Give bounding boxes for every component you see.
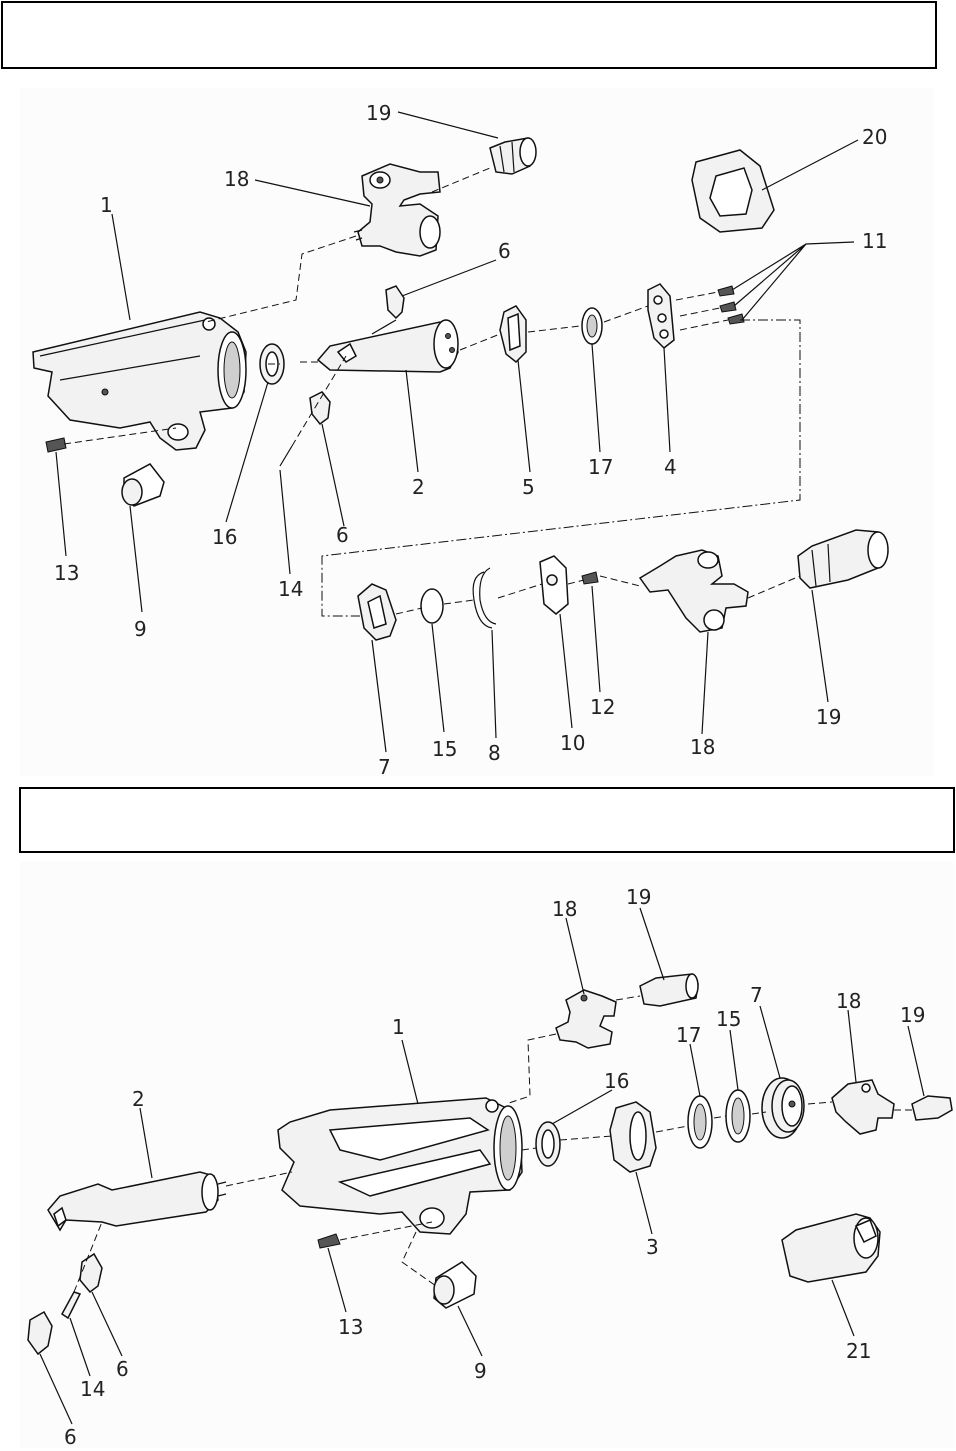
- callout2-15: 15: [716, 1007, 741, 1031]
- callout-12: 12: [590, 695, 615, 719]
- callout2-9: 9: [474, 1359, 487, 1383]
- part-1-body: [32, 311, 247, 451]
- part-8-cclip: [472, 571, 493, 629]
- part-3-cap: [609, 1101, 657, 1173]
- diagram-2-parts: [27, 973, 953, 1356]
- callout-6-lower: 6: [336, 523, 349, 547]
- callout2-6-a: 6: [116, 1357, 129, 1381]
- callout2-6-c: 6: [64, 1425, 77, 1449]
- part-2-shaft: [316, 319, 459, 373]
- callout2-19-top: 19: [626, 885, 651, 909]
- part-11-screws: [717, 285, 745, 325]
- diagram-2-callouts: 18 19 1 7 15 18 19 17 16 2 3 13 6 14 6 2…: [64, 885, 925, 1449]
- callout-14: 14: [278, 577, 303, 601]
- part-7-cover: [357, 583, 397, 641]
- part-6-clip-2b: [27, 1310, 53, 1356]
- part-19-fitting-2b: [911, 1095, 953, 1121]
- callout-19-top: 19: [366, 101, 391, 125]
- part-18-tee-2a: [555, 989, 617, 1049]
- part-5-gasket: [499, 305, 527, 364]
- part-7-cover-2: [761, 1077, 805, 1139]
- part-15-oring: [420, 588, 444, 624]
- callout-16: 16: [212, 525, 237, 549]
- callout-18-top: 18: [224, 167, 249, 191]
- part-9-button-2: [433, 1261, 477, 1309]
- callout-1: 1: [100, 193, 113, 217]
- callout2-14: 14: [80, 1377, 105, 1401]
- part-6-clip-2a: [79, 1252, 103, 1294]
- callout-8: 8: [488, 741, 501, 765]
- callout-20: 20: [862, 125, 887, 149]
- part-13-setscrew-2: [317, 1233, 341, 1249]
- callout-17: 17: [588, 455, 613, 479]
- part-21-housing: [781, 1213, 881, 1283]
- part-18-top: [353, 163, 441, 257]
- callout2-18-top: 18: [552, 897, 577, 921]
- part-20-plate: [691, 149, 775, 233]
- part-19-top: [489, 137, 537, 175]
- part-9-button: [121, 463, 165, 507]
- callout2-1: 1: [392, 1015, 405, 1039]
- part-6-clip-upper: [385, 285, 405, 320]
- header-box-top: [1, 1, 937, 69]
- callout2-21: 21: [846, 1339, 871, 1363]
- callout2-16: 16: [604, 1069, 629, 1093]
- callout-11: 11: [862, 229, 887, 253]
- part-1-body-2: [277, 1097, 523, 1235]
- callout-15: 15: [432, 737, 457, 761]
- callout-18-lower: 18: [690, 735, 715, 759]
- part-12-screw: [581, 571, 599, 585]
- diagram-1-callouts: 19 18 20 1 6 11 16 6 2 5 17 4 13 9 14 7 …: [54, 101, 887, 779]
- callout2-7: 7: [750, 983, 763, 1007]
- diagram-2-leaders: [39, 907, 925, 1425]
- callout-13: 13: [54, 561, 79, 585]
- part-19-lower: [797, 529, 889, 589]
- part-6-clip-lower: [309, 391, 331, 426]
- part-14-pin: [279, 445, 293, 467]
- part-19-fitting-2a: [639, 973, 699, 1007]
- part-14-pin-2: [61, 1291, 82, 1320]
- callout-9: 9: [134, 617, 147, 641]
- callout2-2: 2: [132, 1087, 145, 1111]
- part-18-lower: [638, 549, 749, 633]
- callout-4: 4: [664, 455, 677, 479]
- part-13-setscrew: [45, 437, 67, 453]
- diagram-1-leaders: [55, 111, 859, 753]
- callout-2: 2: [412, 475, 425, 499]
- callout2-18-right: 18: [836, 989, 861, 1013]
- callout-10: 10: [560, 731, 585, 755]
- part-10-washer: [539, 555, 569, 615]
- diagram-1-parts: [32, 137, 889, 641]
- callout2-3: 3: [646, 1235, 659, 1259]
- callout-5: 5: [522, 475, 535, 499]
- part-2-shaft-2: [47, 1171, 227, 1232]
- part-18-tee-2b: [831, 1079, 895, 1135]
- callout-19-lower: 19: [816, 705, 841, 729]
- callout2-17: 17: [676, 1023, 701, 1047]
- callout2-19-right: 19: [900, 1003, 925, 1027]
- part-4-plate: [647, 283, 675, 350]
- callout-7: 7: [378, 755, 391, 779]
- callout2-13: 13: [338, 1315, 363, 1339]
- header-box-bottom: [19, 787, 955, 853]
- callout-6-upper: 6: [498, 239, 511, 263]
